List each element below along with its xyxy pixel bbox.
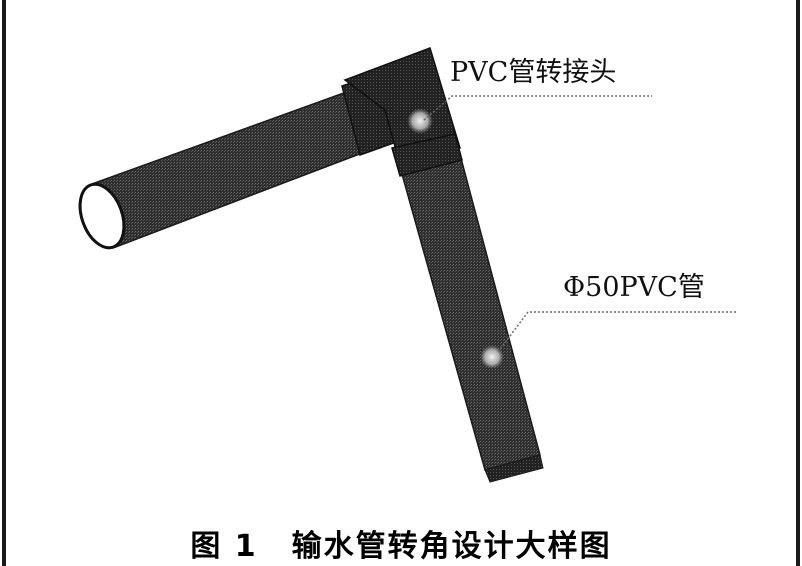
elbow-joint xyxy=(341,47,463,177)
figure-number: 图 1 xyxy=(190,529,258,564)
joint-highlight xyxy=(407,108,433,134)
vertical-pipe xyxy=(397,146,544,483)
horizontal-pipe xyxy=(78,89,371,250)
leader-lines xyxy=(423,95,738,353)
pipe-open-end xyxy=(78,182,126,250)
pipe-bottom-end xyxy=(484,454,544,483)
pipe-label: Φ50PVC管 xyxy=(563,272,705,303)
joint-label: PVC管转接头 xyxy=(450,57,617,88)
pipe-diagram xyxy=(78,47,738,483)
figure-caption: 图 1 输水管转角设计大样图 xyxy=(0,521,802,565)
leader-line-pipe xyxy=(497,311,738,353)
figure-title: 输水管转角设计大样图 xyxy=(291,529,612,564)
leader-line-joint xyxy=(423,95,652,121)
